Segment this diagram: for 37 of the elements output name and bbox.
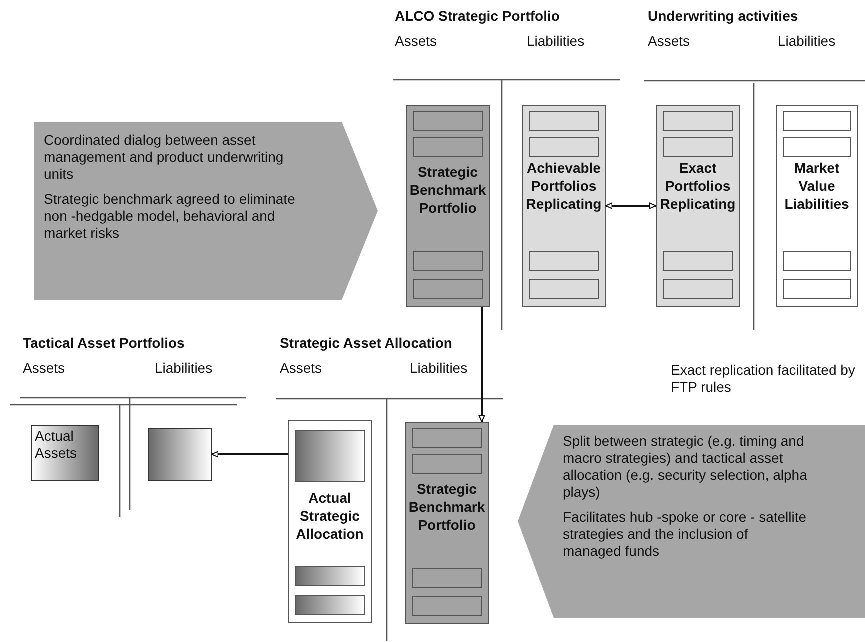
section-heading: Tactical Asset Portfolios <box>23 335 185 352</box>
callout-text: Split between strategic (e.g. timing and macro strategies) and tactical asset allocation (e.g. security selection, alpha plays) <box>563 433 808 501</box>
column-label: Market Value Liabilities <box>784 159 850 213</box>
arrow <box>478 307 486 423</box>
asset-box <box>31 425 99 481</box>
column-heading: Liabilities <box>778 33 836 50</box>
callout-arrow <box>518 425 865 618</box>
portfolio-column <box>406 105 490 307</box>
column-heading: Liabilities <box>410 360 468 377</box>
gradient-box <box>148 428 212 481</box>
section-heading: ALCO Strategic Portfolio <box>395 8 560 25</box>
column-label: Actual Strategic Allocation <box>295 489 365 543</box>
column-label: Strategic Benchmark Portfolio <box>408 480 486 534</box>
callout-text: Facilitates hub -spoke or core - satellite strategies and the inclusion of managed funds <box>563 509 808 560</box>
column-heading: Assets <box>648 33 690 50</box>
column-label: Exact Portfolios Replicating <box>659 159 737 213</box>
portfolio-column <box>776 105 858 307</box>
column-heading: Assets <box>395 33 438 50</box>
callout-text: Strategic benchmark agreed to eliminate non -hedgable model, behavioral and market risks <box>44 191 296 242</box>
box-label: Actual Assets <box>34 427 78 463</box>
arrow <box>605 202 657 210</box>
note-text: Exact replication facilitated by FTP rules <box>671 362 856 396</box>
portfolio-column <box>405 422 489 624</box>
portfolio-column <box>288 420 372 623</box>
column-label: Strategic Benchmark Portfolio <box>408 163 488 217</box>
callout-text: Coordinated dialog between asset management and product underwriting units <box>44 132 285 183</box>
column-label: Achievable Portfolios Replicating <box>525 159 603 213</box>
column-heading: Assets <box>280 360 322 377</box>
portfolio-column <box>656 105 740 307</box>
column-heading: Liabilities <box>527 33 585 50</box>
column-heading: Liabilities <box>155 360 213 377</box>
section-heading: Strategic Asset Allocation <box>280 335 452 352</box>
column-heading: Assets <box>23 360 66 377</box>
arrow <box>211 451 288 458</box>
section-heading: Underwriting activities <box>648 8 798 25</box>
portfolio-column <box>522 105 606 307</box>
callout-arrow <box>34 122 378 300</box>
